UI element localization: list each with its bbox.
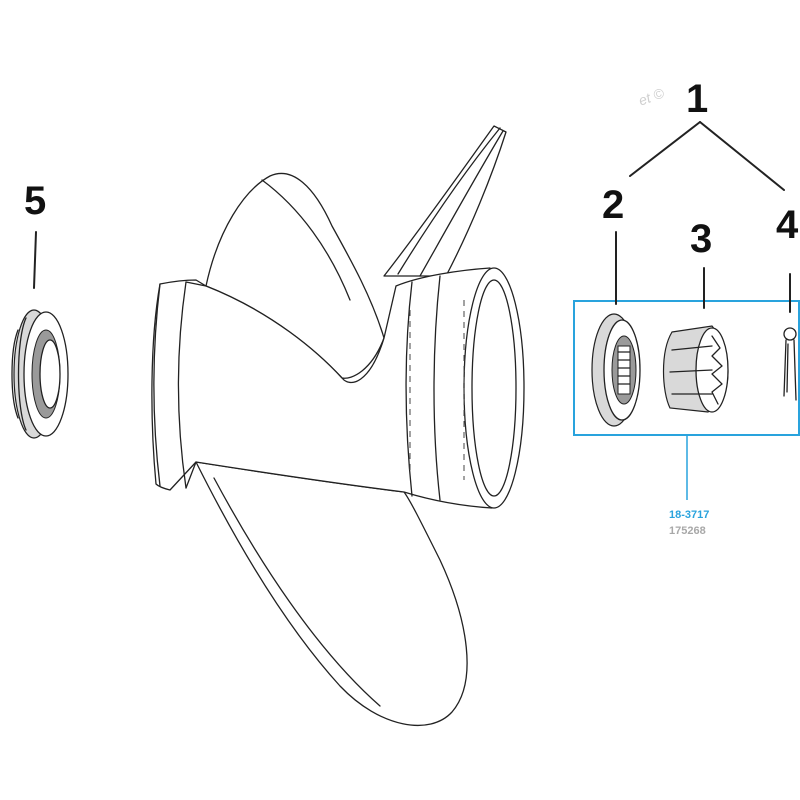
kit-part-number: 18-3717	[669, 509, 709, 521]
leader-lines	[33, 121, 791, 313]
callout-1: 1	[686, 77, 708, 121]
part-2-washer	[591, 313, 641, 427]
callout-4: 4	[776, 203, 799, 247]
callout-2: 2	[602, 183, 624, 227]
part-4-cotter-pin	[783, 327, 797, 401]
kit-alt-number: 175268	[669, 525, 706, 537]
propeller	[151, 125, 525, 726]
part-3-nut	[662, 325, 729, 413]
callout-3: 3	[690, 217, 712, 261]
watermark-text: et ©	[636, 84, 666, 108]
part-5-thrust-hub	[11, 309, 69, 439]
callout-5: 5	[24, 179, 46, 223]
